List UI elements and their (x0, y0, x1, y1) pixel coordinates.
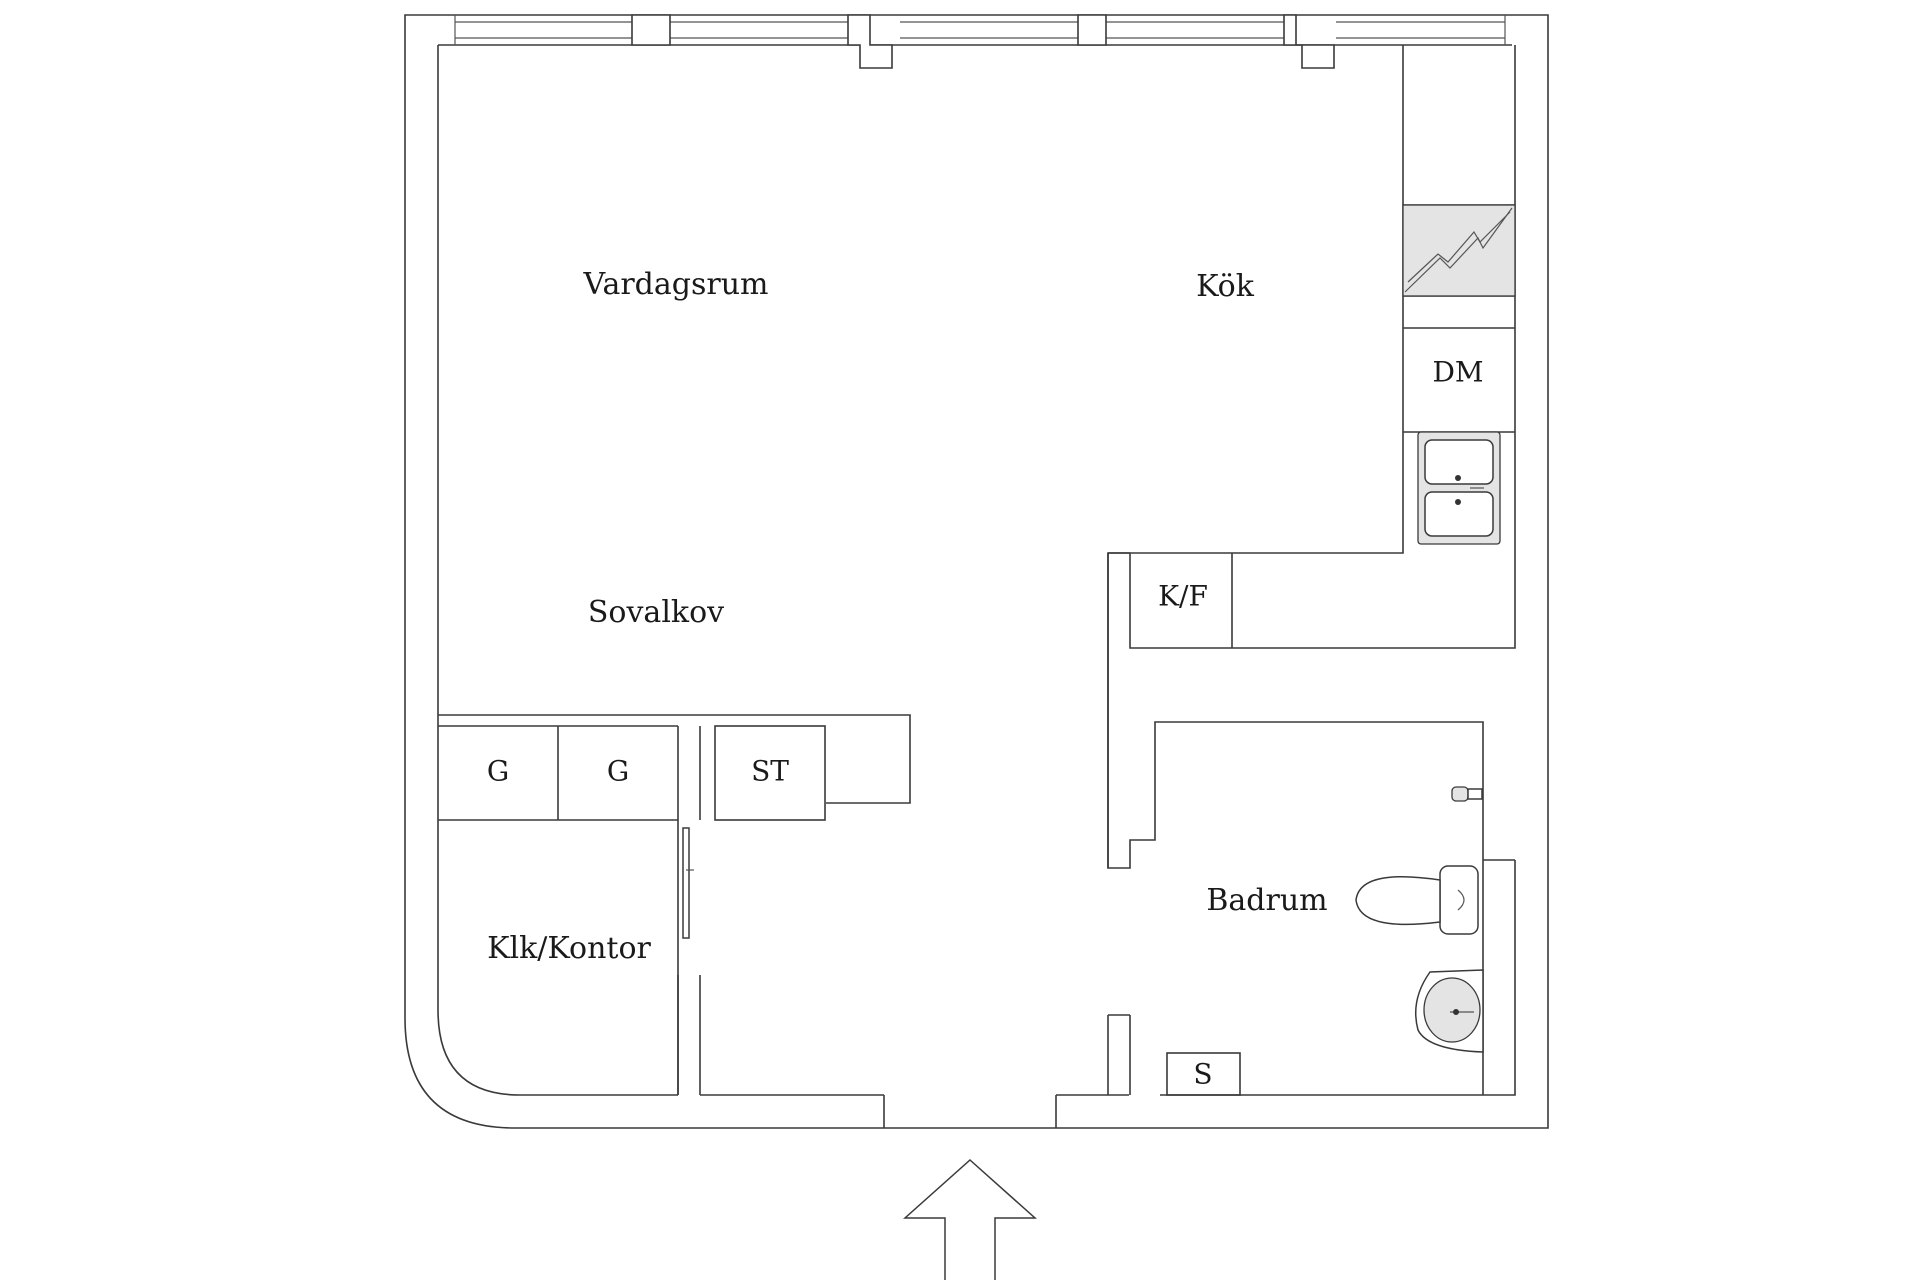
room-label-kok: Kök (1196, 269, 1255, 304)
kitchen-sink-icon (1417, 431, 1501, 545)
stove-icon (1402, 204, 1516, 297)
room-label-vardagsrum: Vardagsrum (583, 267, 769, 302)
toilet-icon (1355, 865, 1479, 935)
interior-walls (438, 553, 1515, 1096)
storage-label: ST (751, 755, 789, 788)
tap-icon (1451, 786, 1483, 802)
dishwasher-label: DM (1432, 356, 1483, 389)
room-label-klk-kontor: Klk/Kontor (487, 931, 651, 966)
entrance-arrow-icon (903, 1158, 1037, 1280)
closet-g1-label: G (487, 755, 509, 788)
window-wall (438, 14, 1512, 69)
outer-walls (404, 14, 1549, 1129)
washbasin-icon (1415, 969, 1484, 1053)
room-label-sovalkov: Sovalkov (588, 595, 724, 630)
room-label-badrum: Badrum (1206, 883, 1327, 918)
closet-g2-label: G (607, 755, 629, 788)
cabinet-s-label: S (1193, 1058, 1212, 1091)
fridge-freezer-label: K/F (1158, 580, 1208, 613)
